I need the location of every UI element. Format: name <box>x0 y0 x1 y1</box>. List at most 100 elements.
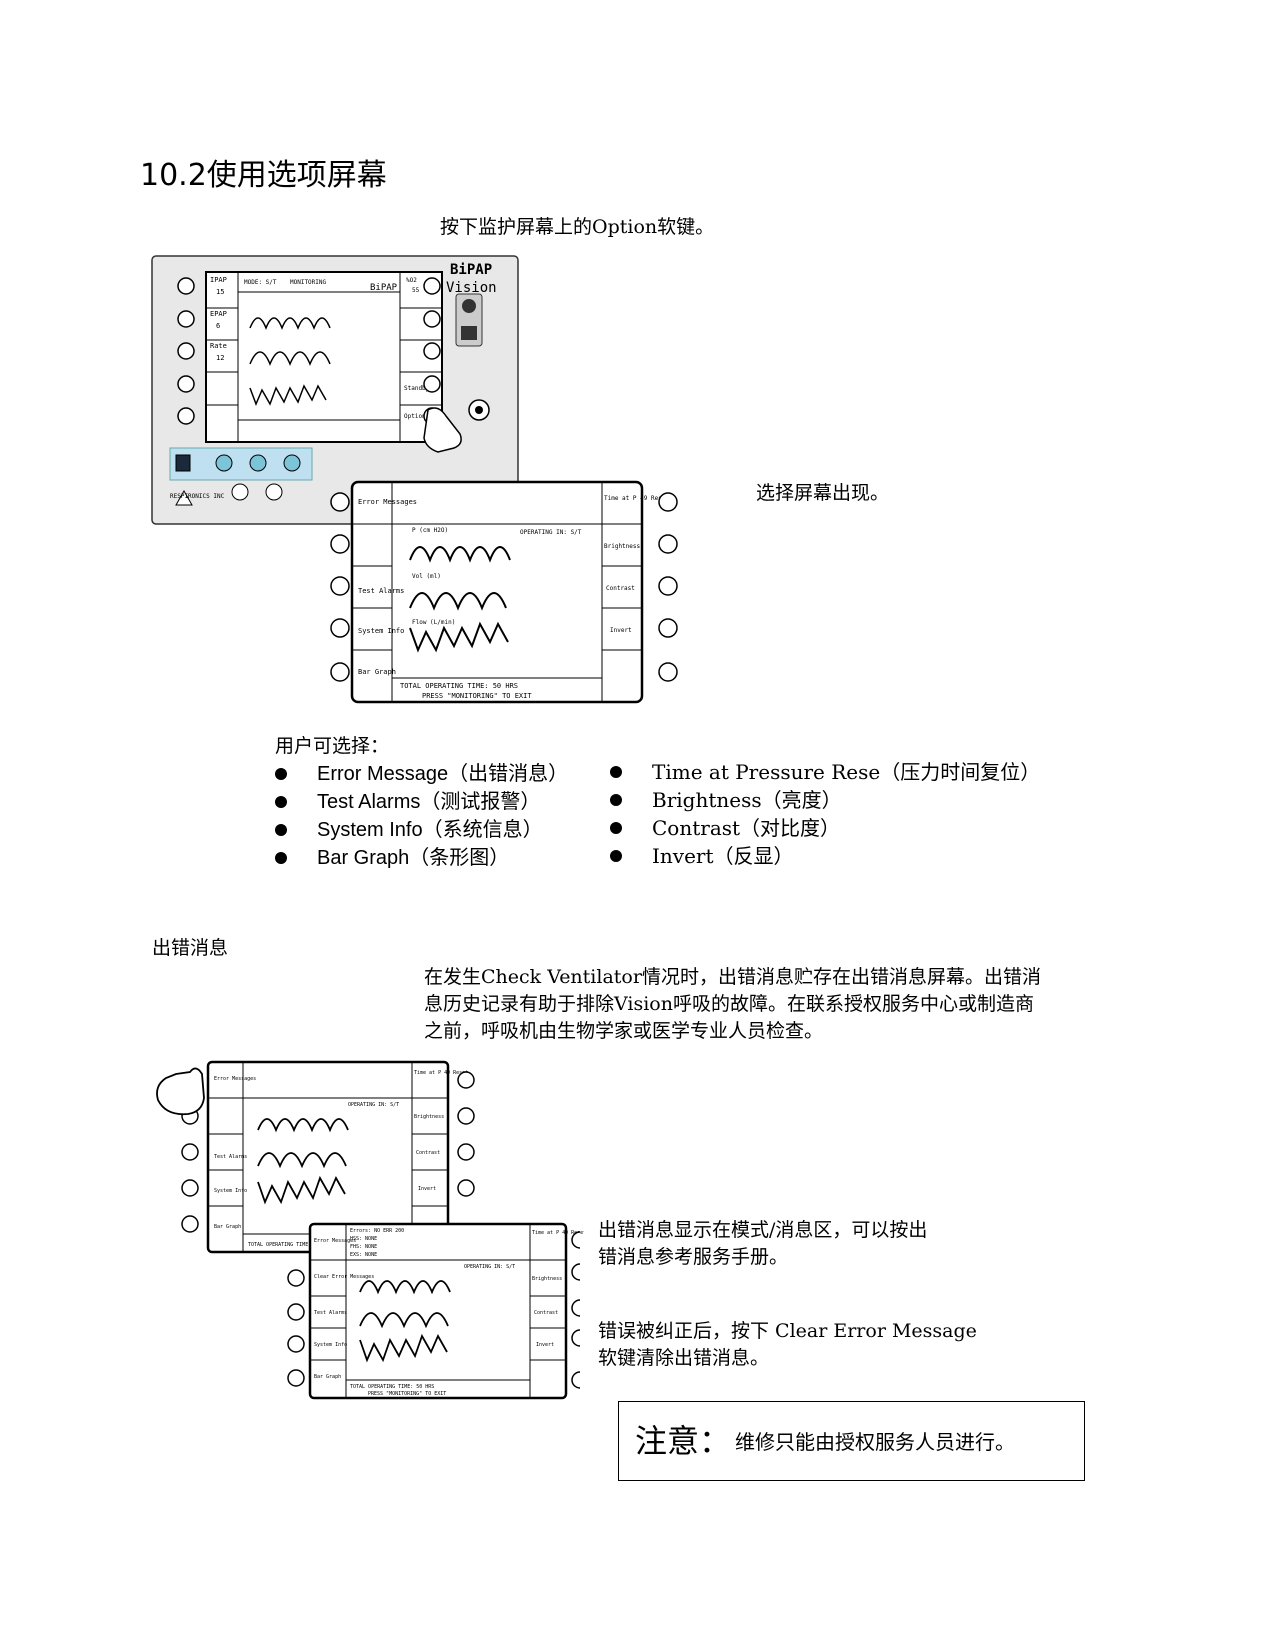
svg-text:Time at P 49 Reset: Time at P 49 Reset <box>532 1230 584 1236</box>
choice-brightness: Brightness（亮度） <box>610 786 1040 814</box>
right-softkey-1 <box>423 277 441 295</box>
svg-text:Error Messages: Error Messages <box>214 1076 256 1082</box>
left-softkey-5 <box>177 407 195 425</box>
epap-label: EPAP <box>210 310 227 318</box>
monitoring-button <box>215 454 233 472</box>
mode-text: MODE: S/T <box>244 279 277 286</box>
err-key-test-alarms: Test Alarms <box>314 1310 347 1316</box>
section-error-heading: 出错消息 <box>152 937 229 959</box>
choices-right-list: Time at Pressure Rese（压力时间复位） Brightness… <box>610 758 1040 870</box>
standby-label: Standby <box>404 385 430 392</box>
options-flow-wave <box>409 621 509 653</box>
logo-triangle-icon <box>175 489 193 506</box>
flow-label: Flow (L/min) <box>412 619 455 626</box>
time-at-pressure-key: Time at P 49 Reset <box>604 495 669 502</box>
right-softkey-4 <box>423 375 441 393</box>
pressure-label: P (cm H2O) <box>412 527 448 534</box>
caption-clear-error: 错误被纠正后，按下 Clear Error Message 软键清除出错消息。 <box>598 1320 977 1369</box>
monitoring-device-figure: IPAP 15 EPAP 6 Rate 12 MODE: S/T MONITOR… <box>151 255 519 525</box>
options-footer-2: PRESS "MONITORING" TO EXIT <box>422 692 532 700</box>
err-key-error-messages: Error Messages <box>314 1238 356 1244</box>
left-softkey-3 <box>177 342 195 360</box>
brightness-key: Brightness <box>604 543 641 550</box>
manufacturer-text: RESPIRONICS INC <box>170 493 225 500</box>
options-label: Options <box>404 413 430 420</box>
note-label: 注意： <box>635 1422 732 1460</box>
volume-wave <box>249 351 331 366</box>
pointing-hand-icon-2 <box>156 1067 205 1116</box>
choice-error-message: Error Message（出错消息） <box>275 760 568 788</box>
o2-label: %O2 <box>406 277 417 284</box>
brand-bipap: BiPAP <box>370 283 398 293</box>
caption-error-display: 出错消息显示在模式/消息区，可以按出 错消息参考服务手册。 <box>598 1219 928 1268</box>
mode-button-panel <box>169 447 313 481</box>
error-paragraph-line-3: 之前，呼吸机由生物学家或医学专业人员检查。 <box>424 1020 824 1042</box>
error-message-screen-figure: Error Messages Clear Error Messages Test… <box>287 1222 584 1400</box>
contrast-key: Contrast <box>606 585 635 592</box>
svg-text:Test Alarms: Test Alarms <box>214 1154 247 1160</box>
pointing-hand-icon <box>423 407 462 453</box>
monitoring-text: MONITORING <box>290 279 327 286</box>
caption-press-option: 按下监护屏幕上的Option软键。 <box>440 216 715 238</box>
note-box: 注意： 维修只能由授权服务人员进行。 <box>618 1401 1085 1481</box>
options-pressure-wave <box>409 546 511 563</box>
rate-label: Rate <box>210 342 227 350</box>
error-line-3: FHS: NONE <box>350 1244 377 1250</box>
choices-left-list: Error Message（出错消息） Test Alarms（测试报警） Sy… <box>275 760 568 872</box>
page-title: 10.2使用选项屏幕 <box>140 158 387 193</box>
choice-system-info: System Info（系统信息） <box>275 816 568 844</box>
svg-text:System Info: System Info <box>214 1188 247 1194</box>
left-softkey-4 <box>177 375 195 393</box>
error-line-1: Errors: NO ERR 200 <box>350 1228 404 1234</box>
left-softkey-2 <box>177 310 195 328</box>
bar-graph-key: Bar Graph <box>358 668 396 676</box>
caption-select-screen: 选择屏幕出现。 <box>756 482 890 504</box>
alarm-icon <box>462 299 476 313</box>
options-screen-frame <box>350 480 644 704</box>
system-info-key: System Info <box>358 627 404 635</box>
edit-icon <box>461 326 477 340</box>
o2-value: 55 <box>412 287 420 294</box>
error-paragraph: 在发生Check Ventilator情况时，出错消息贮存在出错消息屏幕。出错消… <box>424 964 1124 1045</box>
options-screen-figure: Error Messages Test Alarms System Info B… <box>330 480 678 704</box>
device-screen <box>205 271 443 443</box>
choice-time-at-pressure: Time at Pressure Rese（压力时间复位） <box>610 758 1040 786</box>
brand-bipap-logo: BiPAP <box>450 262 492 278</box>
operating-text: OPERATING IN: S/T <box>520 529 582 536</box>
error-messages-key: Error Messages <box>358 498 417 506</box>
ipap-label: IPAP <box>210 276 227 284</box>
svg-text:PRESS "MONITORING" TO EXIT: PRESS "MONITORING" TO EXIT <box>368 1391 446 1397</box>
right-softkey-3 <box>423 342 441 360</box>
setup-button <box>249 454 267 472</box>
svg-text:Invert: Invert <box>536 1342 554 1348</box>
test-alarms-key: Test Alarms <box>358 587 404 595</box>
choice-bar-graph: Bar Graph（条形图） <box>275 844 568 872</box>
svg-text:Contrast: Contrast <box>534 1310 558 1316</box>
error-line-4: EXS: NONE <box>350 1252 377 1258</box>
rate-value: 12 <box>216 354 224 362</box>
vol-button <box>231 483 249 501</box>
svg-text:Time at P 49 Reset: Time at P 49 Reset <box>414 1070 468 1076</box>
options-volume-wave <box>409 592 507 611</box>
brand-vision-logo: Vision <box>446 280 497 296</box>
choice-invert: Invert（反显） <box>610 842 1040 870</box>
pressure-wave <box>249 317 331 331</box>
epap-value: 6 <box>216 322 220 330</box>
svg-text:Invert: Invert <box>418 1186 436 1192</box>
svg-text:Brightness: Brightness <box>532 1276 562 1282</box>
alarms-button <box>283 454 301 472</box>
error-line-2: HSS: NONE <box>350 1236 377 1242</box>
right-softkey-2 <box>423 310 441 328</box>
svg-text:Brightness: Brightness <box>414 1114 444 1120</box>
choice-contrast: Contrast（对比度） <box>610 814 1040 842</box>
mode-button <box>175 454 191 472</box>
error-paragraph-line-1: 在发生Check Ventilator情况时，出错消息贮存在出错消息屏幕。出错消 <box>424 966 1041 988</box>
err-key-system-info: System Info <box>314 1342 347 1348</box>
volume-label: Vol (ml) <box>412 573 441 580</box>
choice-test-alarms: Test Alarms（测试报警） <box>275 788 568 816</box>
troubleshoot-button <box>265 483 283 501</box>
options-footer-1: TOTAL OPERATING TIME: 50 HRS <box>400 682 518 690</box>
svg-text:TOTAL OPERATING TIME: 50 HRS: TOTAL OPERATING TIME: 50 HRS <box>350 1384 434 1390</box>
choices-heading: 用户可选择： <box>275 735 390 757</box>
svg-text:OPERATING IN: S/T: OPERATING IN: S/T <box>348 1102 399 1108</box>
